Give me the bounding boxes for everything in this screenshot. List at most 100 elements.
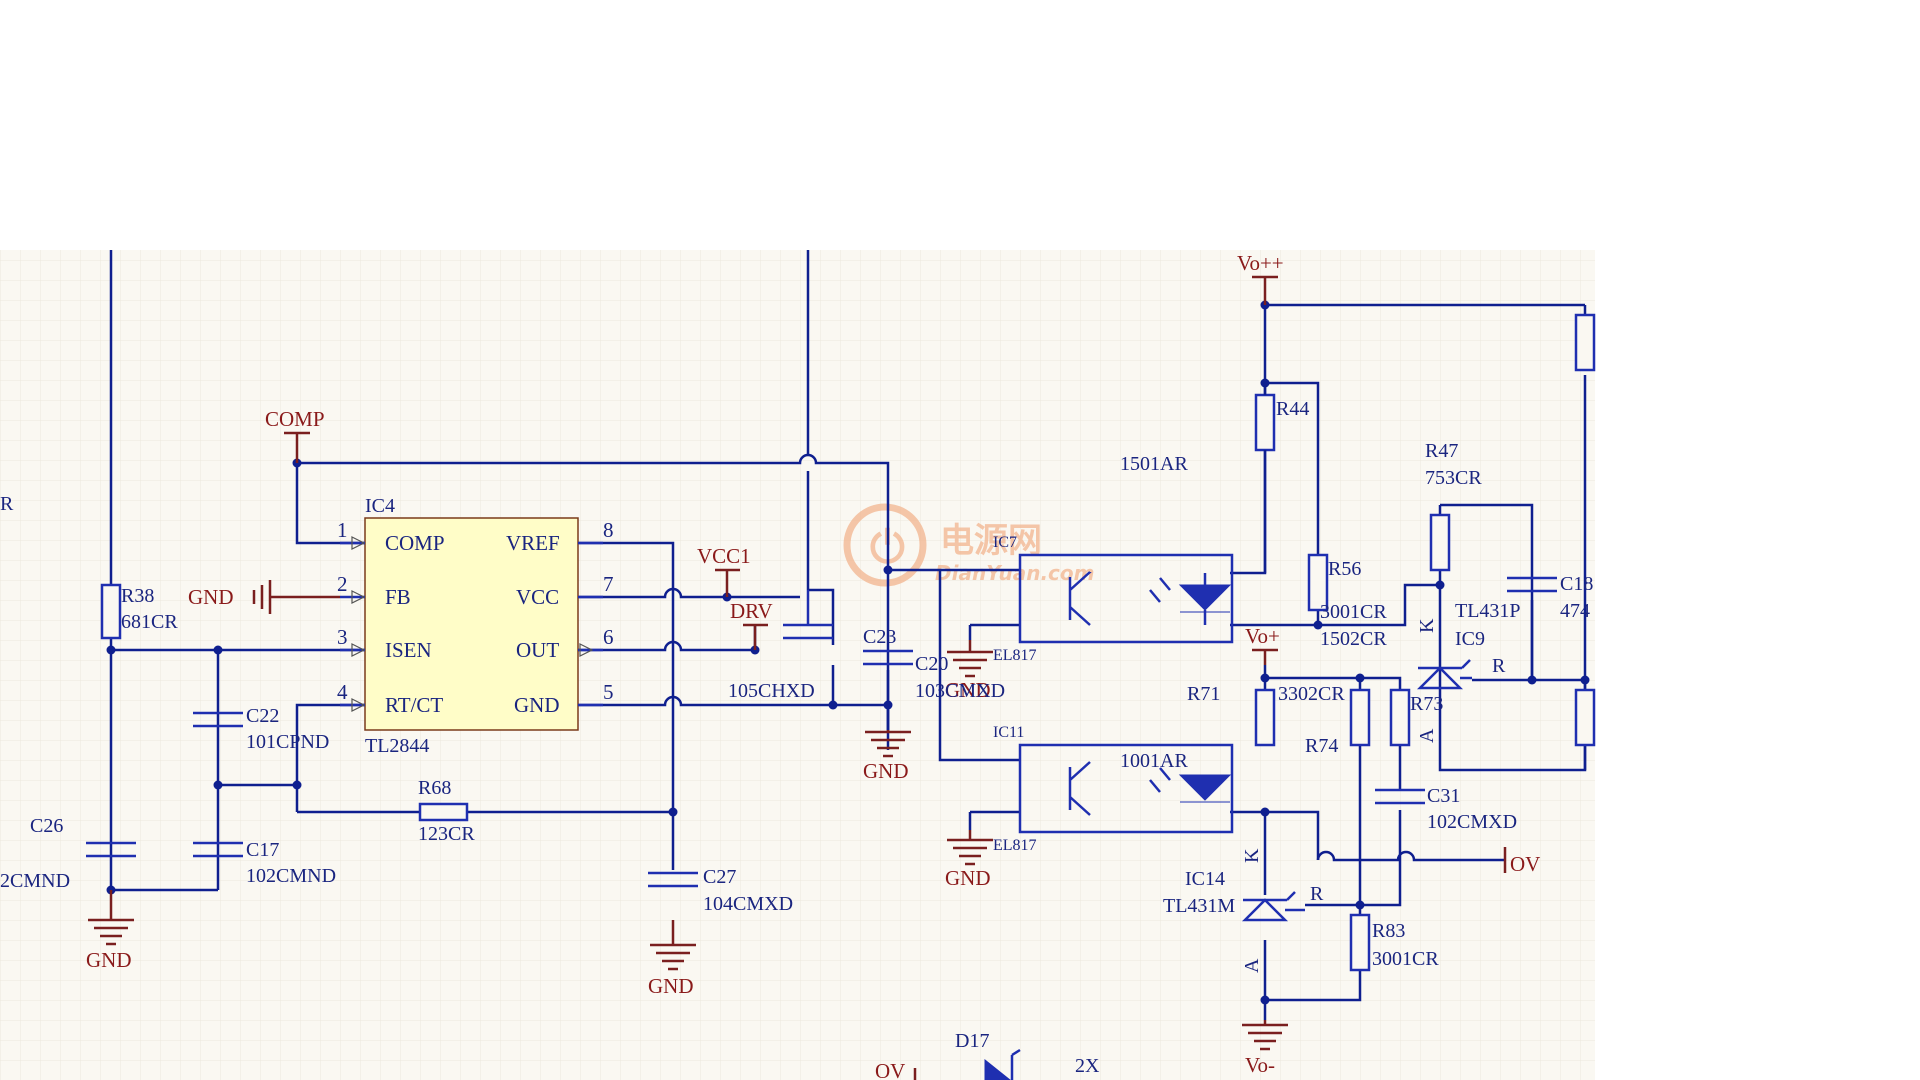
r71-ref: R71 — [1187, 683, 1220, 705]
r71-value: 1001AR — [1120, 750, 1188, 772]
r44-value: 1501AR — [1120, 453, 1188, 475]
r56-ref: R56 — [1328, 558, 1361, 580]
ic4-pin1-number: 1 — [337, 518, 348, 542]
ic4-ref: IC4 — [365, 495, 395, 517]
c31-value: 102CMXD — [1427, 811, 1517, 833]
r83-value: 3001CR — [1372, 948, 1439, 970]
svg-text:GND: GND — [86, 948, 132, 972]
gnd-symbol-ic7: GND — [945, 640, 993, 702]
c26-value: 2CMND — [0, 870, 70, 892]
d17-ref: D17 — [955, 1030, 989, 1052]
top-margin — [0, 0, 1920, 250]
svg-text:Vo++: Vo++ — [1237, 251, 1284, 275]
gnd-symbol-c27: GND — [648, 920, 696, 998]
net-vop: Vo+ — [1245, 624, 1280, 665]
c17-ref: C17 — [246, 839, 279, 861]
svg-text:A: A — [1416, 728, 1438, 743]
svg-text:GND: GND — [945, 678, 991, 702]
svg-text:R: R — [1310, 883, 1324, 905]
watermark-url: DianYuan.com — [935, 561, 1094, 585]
capacitors — [86, 576, 1557, 888]
c18-value: 474 — [1560, 600, 1590, 622]
svg-text:Vo+: Vo+ — [1245, 624, 1280, 648]
r74-ref: R74 — [1305, 735, 1338, 757]
c23-ref: C23 — [863, 626, 896, 648]
r38-ref: R38 — [121, 585, 154, 607]
ic4-pin4-number: 4 — [337, 680, 348, 704]
schematic-grid — [0, 250, 1595, 1080]
ic4-pin7-name: VCC — [516, 585, 559, 609]
svg-text:R: R — [1492, 655, 1506, 677]
ic14-tl431[interactable]: K R A IC14 TL431M — [1163, 848, 1324, 973]
wires — [109, 250, 1587, 1020]
svg-text:K: K — [1241, 848, 1263, 863]
net-comp: COMP — [265, 407, 325, 463]
gnd-symbol-left: GND — [86, 890, 134, 972]
ic4-pin6-name: OUT — [516, 638, 559, 662]
net-vcc1: VCC1 — [697, 544, 751, 597]
ic7-value: EL817 — [993, 647, 1037, 664]
r56-value2: 1502CR — [1320, 628, 1387, 650]
svg-text:OV: OV — [875, 1059, 905, 1080]
ic4-pin6-number: 6 — [603, 625, 614, 649]
c27-value: 104CMXD — [703, 893, 793, 915]
r83-ref: R83 — [1372, 920, 1405, 942]
ic4-pin8-number: 8 — [603, 518, 614, 542]
svg-text:VCC1: VCC1 — [697, 544, 751, 568]
ic4-pin5-name: GND — [514, 693, 560, 717]
r73-ref: R73 — [1410, 693, 1443, 715]
c26-ref: C26 — [30, 815, 63, 837]
net-ov-bottom: OV — [875, 1059, 917, 1080]
svg-text:COMP: COMP — [265, 407, 325, 431]
ic9-tl431[interactable]: K R A TL431P IC9 — [1416, 600, 1521, 743]
c18-ref: C18 — [1560, 573, 1593, 595]
r74-value: 3302CR — [1278, 683, 1345, 705]
r68-ref: R68 — [418, 777, 451, 799]
svg-text:OV: OV — [1510, 852, 1540, 876]
ic4-pin2-number: 2 — [337, 572, 348, 596]
ic4-chip[interactable]: IC4 TL2844 1 2 3 4 COMP FB ISEN RT/CT 8 … — [337, 495, 614, 757]
svg-text:DRV: DRV — [730, 599, 773, 623]
svg-text:GND: GND — [863, 759, 909, 783]
r68-value: 123CR — [418, 823, 475, 845]
net-gnd-fb: GND — [188, 580, 340, 614]
gnd-symbol-c20: GND — [863, 730, 911, 783]
ic4-pin8-name: VREF — [506, 531, 560, 555]
c20-ref: C20 — [915, 653, 948, 675]
ic7-optocoupler[interactable]: IC7 EL817 — [993, 534, 1234, 664]
net-vom: Vo- — [1242, 1020, 1288, 1077]
junctions — [106, 300, 1590, 1005]
ic4-pin2-name: FB — [385, 585, 411, 609]
r47-value: 753CR — [1425, 467, 1482, 489]
r56-value: 3001CR — [1320, 601, 1387, 623]
ic4-pin4-name: RT/CT — [385, 693, 443, 717]
ic4-pin1-name: COMP — [385, 531, 445, 555]
ic4-value: TL2844 — [365, 735, 429, 757]
resistors — [100, 313, 1596, 972]
net-vopp: Vo++ — [1237, 251, 1284, 305]
ic9-value: TL431P — [1455, 600, 1521, 622]
ic4-pin7-number: 7 — [603, 572, 614, 596]
svg-text:GND: GND — [945, 866, 991, 890]
c31-ref: C31 — [1427, 785, 1460, 807]
d17-diode[interactable]: D17 2X — [955, 1030, 1100, 1080]
ic7-ref: IC7 — [993, 534, 1017, 551]
r47-ref: R47 — [1425, 440, 1458, 462]
c27-ref: C27 — [703, 866, 736, 888]
svg-text:GND: GND — [648, 974, 694, 998]
ic9-ref: IC9 — [1455, 628, 1485, 650]
gnd-symbol-ic11: GND — [945, 830, 993, 890]
ic4-pin3-number: 3 — [337, 625, 348, 649]
c23-value: 105CHXD — [728, 680, 815, 702]
ic14-ref: IC14 — [1185, 868, 1225, 890]
ic11-value: EL817 — [993, 837, 1037, 854]
net-ov: OV — [1503, 847, 1540, 876]
ic4-pin3-name: ISEN — [385, 638, 432, 662]
part-labels: R R38 681CR C26 2CMND C22 101CPND C17 10… — [0, 398, 1593, 970]
r44-ref: R44 — [1276, 398, 1309, 420]
c20-value: 103CMXD — [915, 680, 1005, 702]
ic11-optocoupler[interactable]: IC11 EL817 — [993, 724, 1234, 854]
c22-value: 101CPND — [246, 731, 329, 753]
svg-text:A: A — [1241, 958, 1263, 973]
